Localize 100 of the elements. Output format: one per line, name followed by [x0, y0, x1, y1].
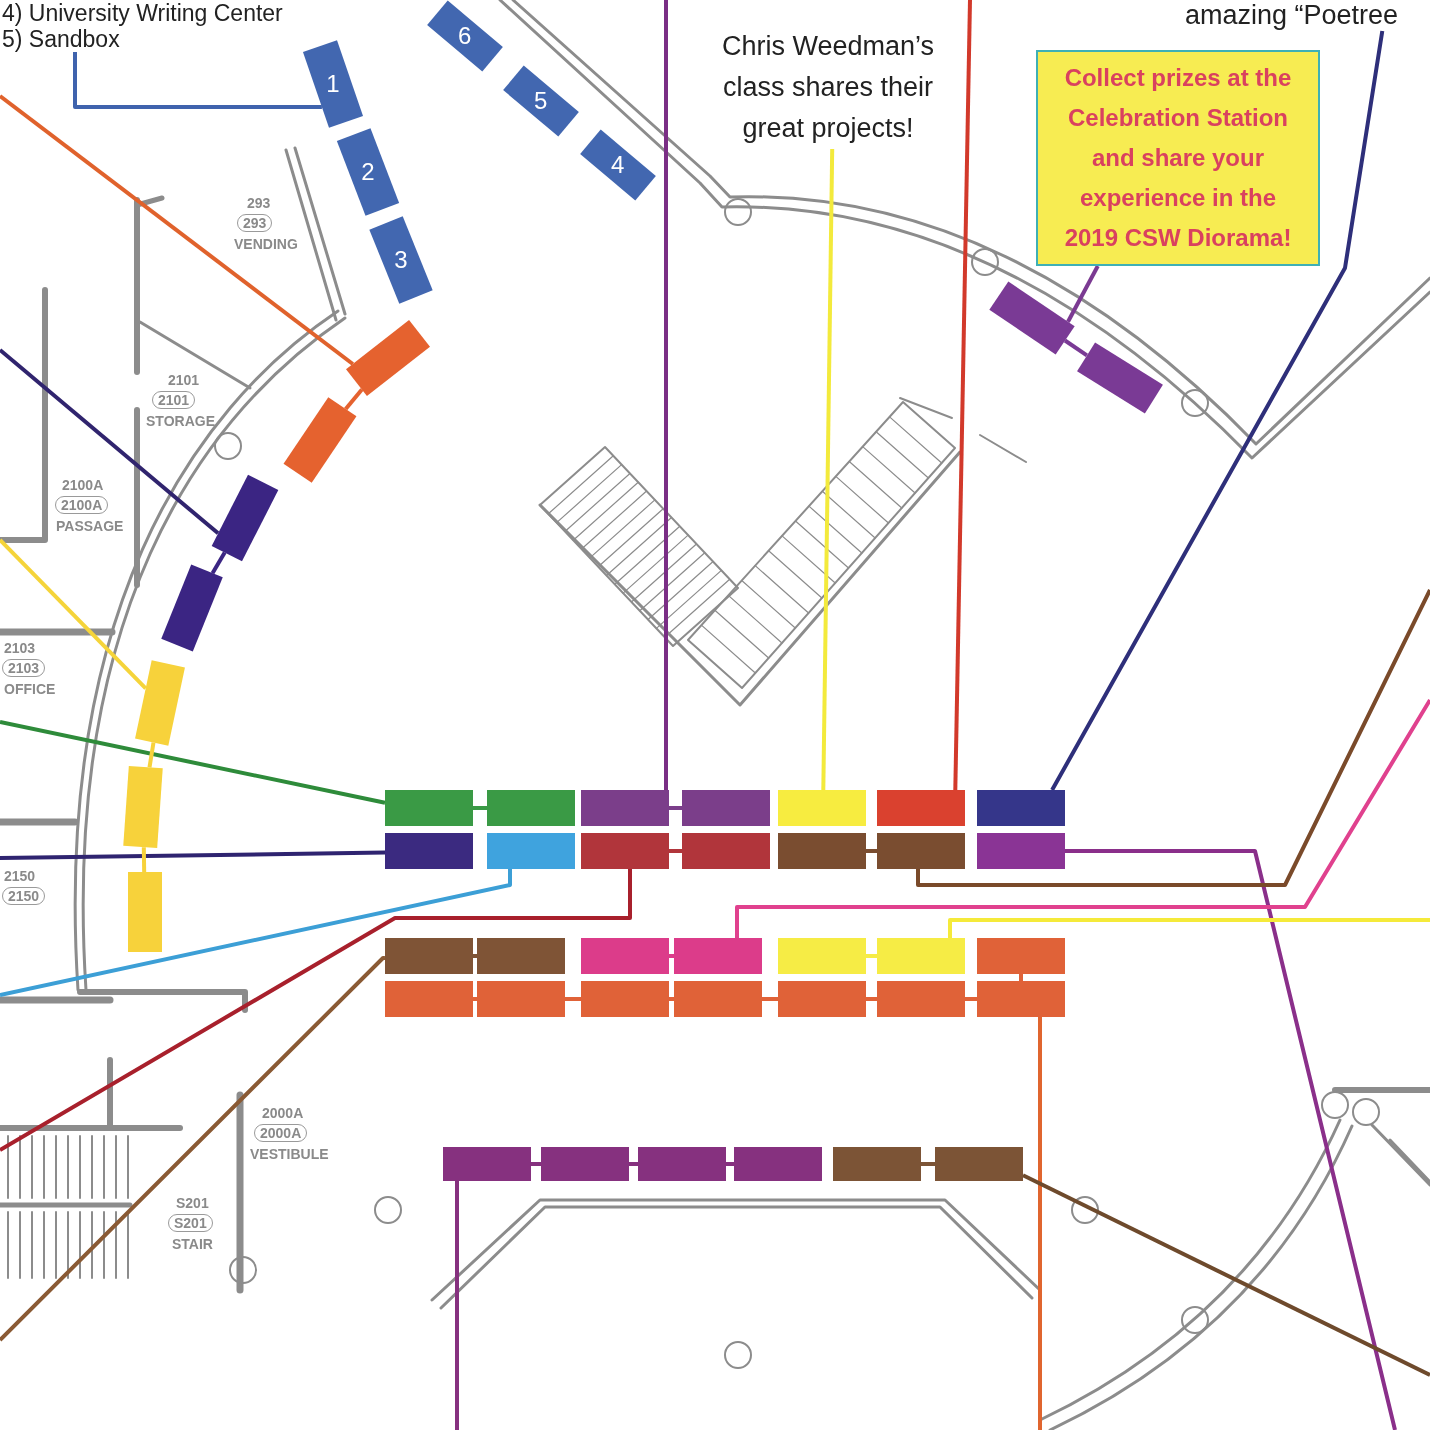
table-connector [473, 806, 487, 810]
room-name: VESTIBULE [250, 1146, 329, 1162]
leader-line [735, 698, 1430, 938]
table-connector [866, 997, 877, 1001]
display-table [385, 790, 473, 826]
leader-line [0, 94, 354, 366]
table-connector [344, 388, 364, 411]
display-table [581, 790, 669, 826]
display-table [935, 1147, 1023, 1181]
display-table [682, 790, 770, 826]
display-table [385, 938, 473, 974]
callout-box: Collect prizes at the Celebration Station and share your experience in the 2019 CSW Diorama! [1036, 50, 1320, 266]
table-connector [147, 742, 156, 768]
display-table [581, 833, 669, 869]
room-name: STAIR [172, 1236, 213, 1252]
leader-line [664, 0, 668, 790]
room-number: 2150 [4, 868, 36, 884]
leader-line [916, 589, 1430, 887]
leader-line [0, 348, 220, 535]
table-connector [531, 1162, 541, 1166]
room-number: 2103 [4, 640, 36, 656]
room-number: 2101 [168, 372, 200, 388]
room-name: OFFICE [4, 681, 56, 697]
leader-line [0, 869, 512, 997]
numbered-table: 1 [302, 40, 364, 128]
numbered-table: 2 [336, 128, 400, 216]
leader-line [1038, 1017, 1042, 1430]
room-number: 293 [247, 195, 271, 211]
display-table [487, 833, 575, 869]
table-connector [866, 954, 877, 958]
room-name: VENDING [234, 236, 298, 252]
leader-line [821, 148, 835, 791]
table-connector [921, 1162, 935, 1166]
display-table [123, 765, 163, 849]
display-table [541, 1147, 629, 1181]
leader-line [73, 52, 322, 109]
table-connector [565, 997, 581, 1001]
display-table [477, 938, 565, 974]
display-table [778, 981, 866, 1017]
display-table [682, 833, 770, 869]
room-name: STORAGE [146, 413, 215, 429]
display-table [385, 981, 473, 1017]
numbered-table: 3 [369, 216, 433, 304]
table-connector [965, 997, 977, 1001]
display-table [487, 790, 575, 826]
leader-line [1065, 849, 1397, 1430]
display-table [833, 1147, 921, 1181]
leader-line [1066, 265, 1100, 323]
table-connector [669, 954, 674, 958]
table-connector [1063, 338, 1089, 358]
leader-line [0, 850, 386, 860]
numbered-table: 4 [580, 129, 656, 201]
numbered-table: 5 [503, 65, 580, 137]
display-table [638, 1147, 726, 1181]
display-table [877, 938, 965, 974]
leader-line [455, 1181, 459, 1430]
display-table [977, 790, 1065, 826]
display-table [977, 938, 1065, 974]
table-connector [1019, 974, 1023, 981]
display-table [128, 872, 162, 952]
display-table [977, 981, 1065, 1017]
display-table [877, 790, 965, 826]
display-table [778, 790, 866, 826]
numbered-table: 6 [426, 1, 503, 72]
leader-line [953, 0, 972, 791]
table-connector [726, 1162, 734, 1166]
table-connector [762, 997, 778, 1001]
table-connector [866, 849, 877, 853]
table-connector [210, 551, 227, 575]
display-table [443, 1147, 531, 1181]
leader-line [1022, 1173, 1430, 1377]
leader-line [0, 956, 386, 1342]
leader-line [0, 538, 148, 690]
display-table [674, 981, 762, 1017]
room-number: 2100A [62, 477, 104, 493]
room-number: S201 [176, 1195, 209, 1211]
table-connector [473, 997, 477, 1001]
room-name: PASSAGE [56, 518, 124, 534]
table-connector [669, 806, 682, 810]
table-connector [669, 849, 682, 853]
display-table [778, 938, 866, 974]
leader-line [1050, 30, 1385, 791]
table-connector [473, 954, 477, 958]
display-table [877, 981, 965, 1017]
display-table [734, 1147, 822, 1181]
station-list: 4) University Writing Center 5) Sandbox [2, 0, 283, 52]
display-table [477, 981, 565, 1017]
display-table [385, 833, 473, 869]
display-table [581, 981, 669, 1017]
leader-line [948, 918, 1430, 938]
leader-line [0, 869, 632, 1152]
display-table [778, 833, 866, 869]
leader-line [0, 720, 386, 805]
room-number: 2000A [262, 1105, 304, 1121]
table-connector [141, 847, 147, 873]
display-table [977, 833, 1065, 869]
note-text: amazing “Poetree [1185, 0, 1399, 31]
display-table [877, 833, 965, 869]
note-text: Chris Weedman’s class shares their great projects! [703, 26, 953, 149]
display-table [674, 938, 762, 974]
